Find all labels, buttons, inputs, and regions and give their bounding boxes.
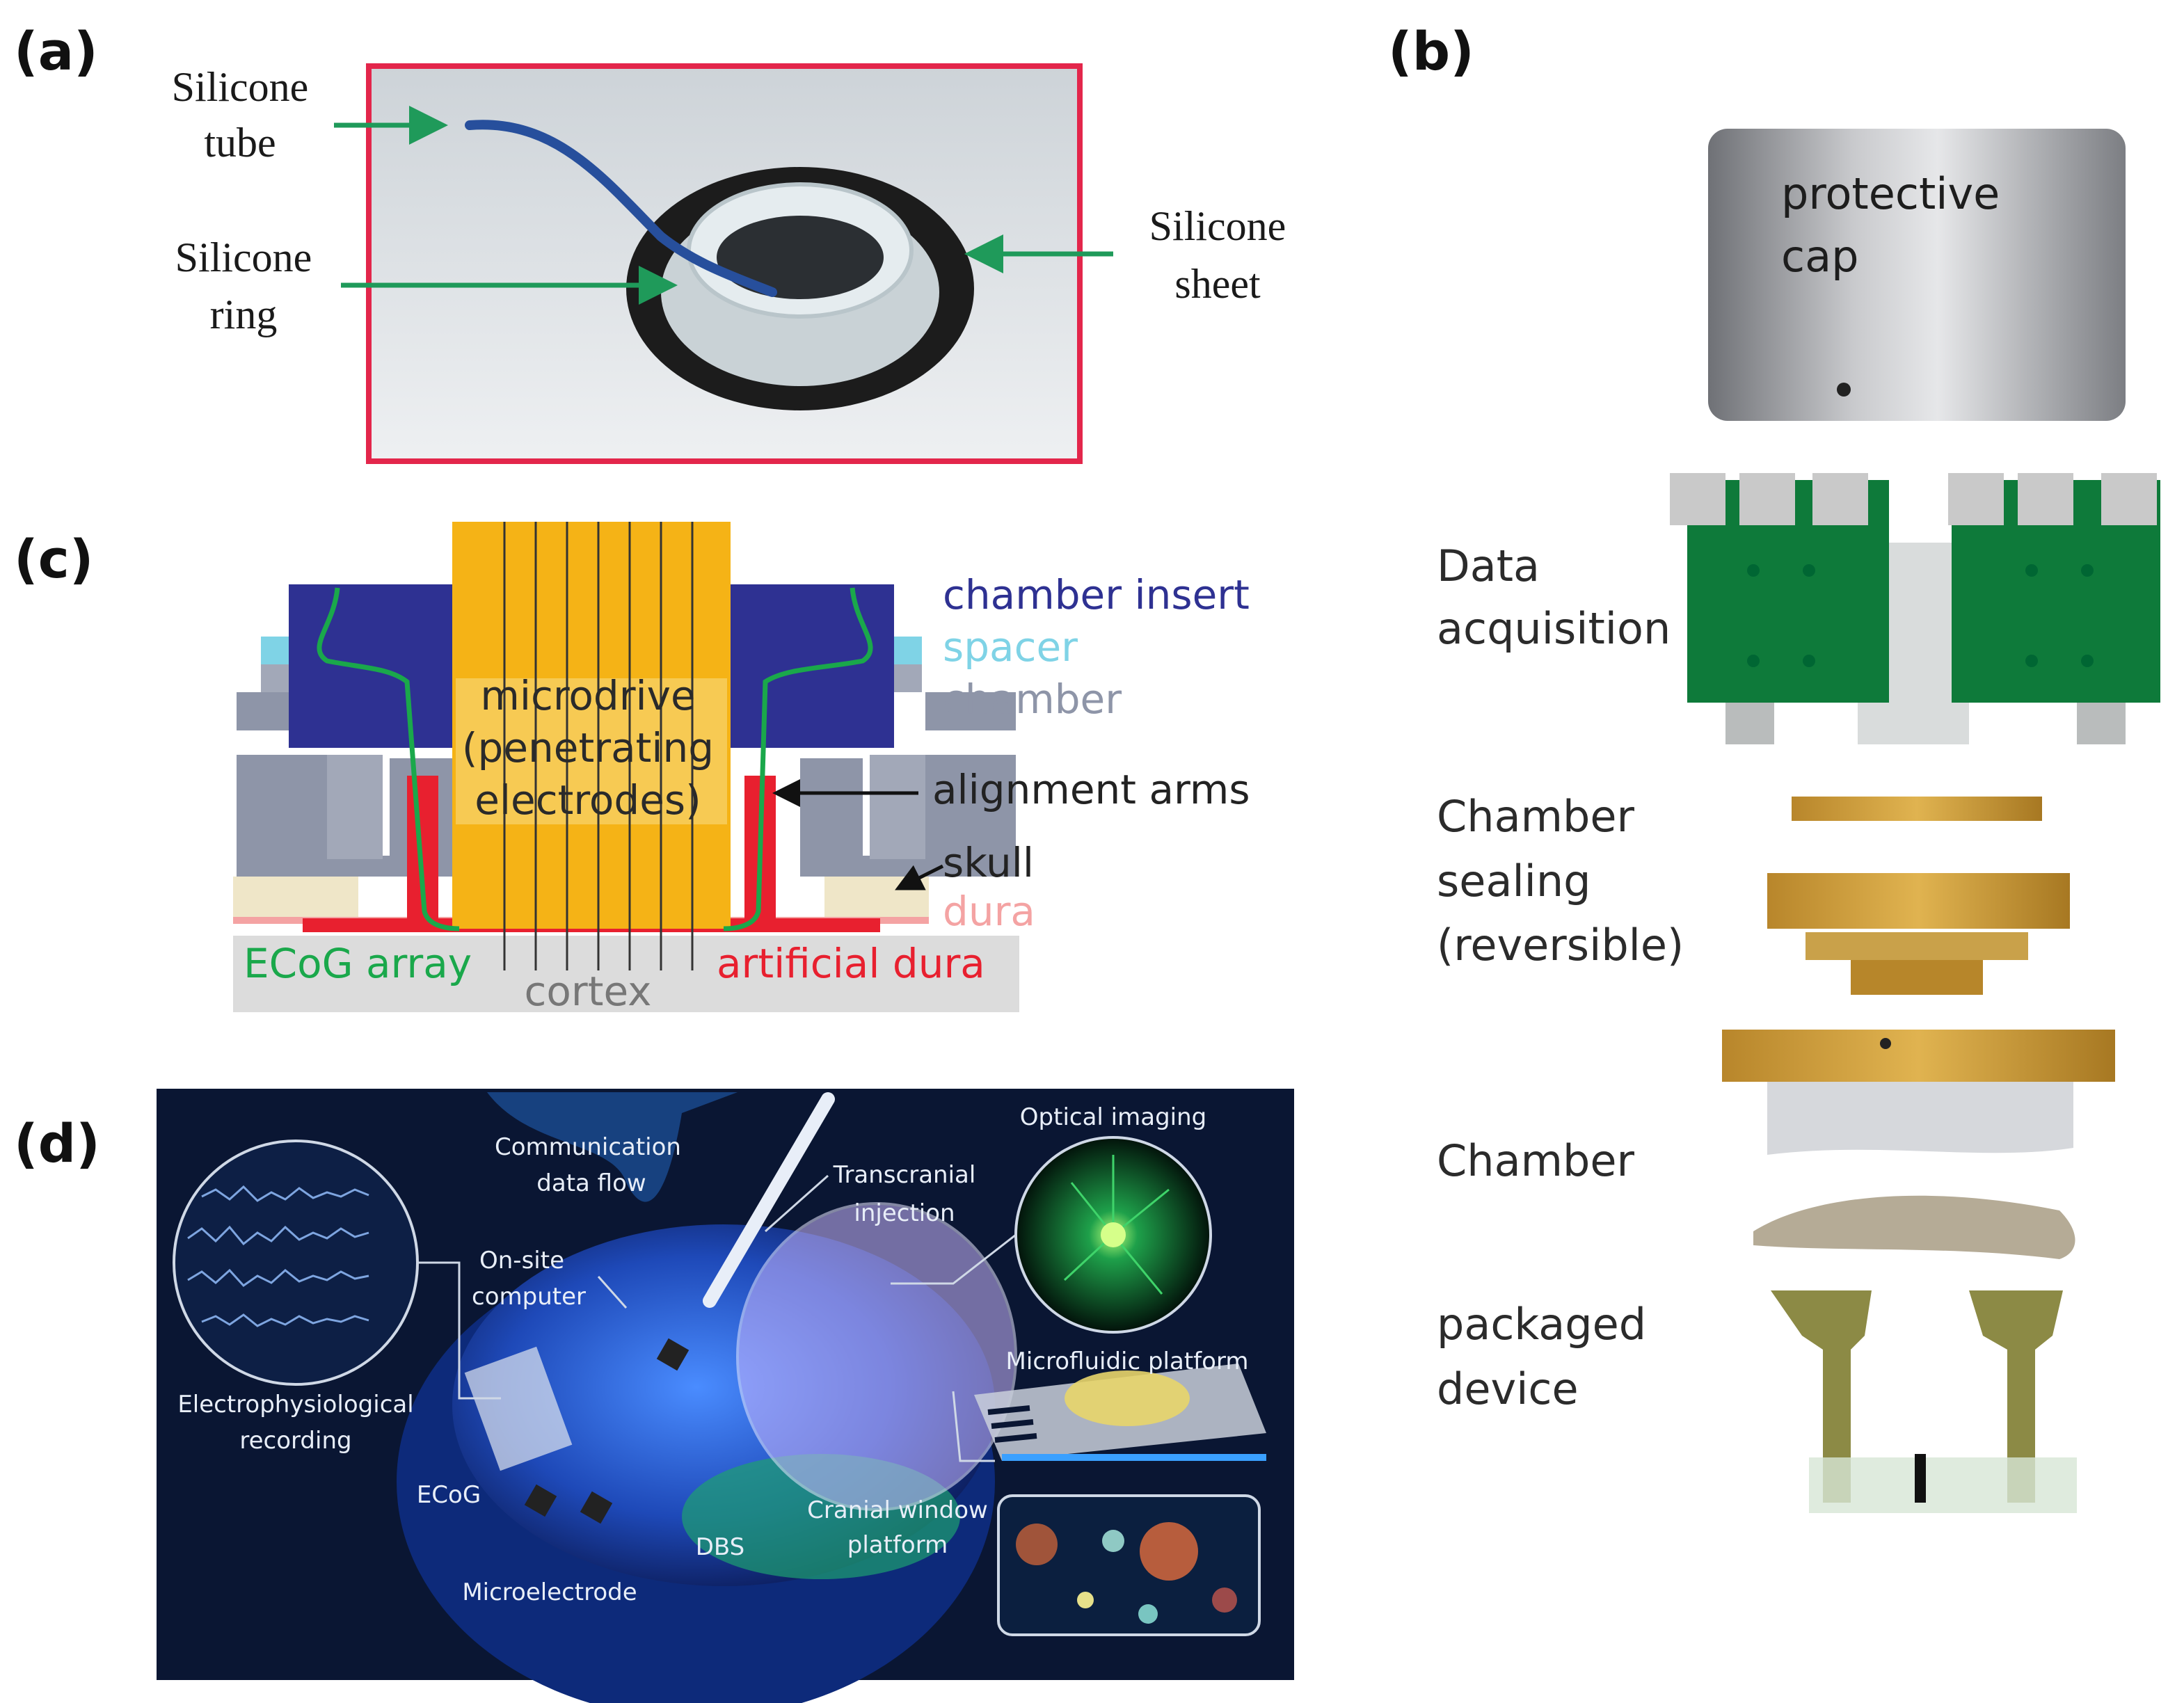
- cell-6: [1138, 1604, 1158, 1624]
- ecog-lead-left: [317, 587, 460, 932]
- label-communication-1: Communication: [495, 1133, 681, 1161]
- connector-lines: [417, 1174, 1017, 1462]
- label-ecog-array: ECoG array: [244, 940, 472, 987]
- data-acquisition-boards: [1670, 473, 2160, 744]
- panel-c: (c) microd: [14, 522, 1250, 1015]
- ephys-traces: [187, 1185, 369, 1327]
- cap-text-2: cap: [1781, 231, 1858, 282]
- label-cortex: cortex: [525, 968, 652, 1015]
- label-microelectrode: Microelectrode: [462, 1578, 637, 1606]
- device-lead-right: [1969, 1290, 2063, 1503]
- cell-3: [1102, 1530, 1124, 1552]
- label-injection-1: Transcranial: [833, 1161, 976, 1189]
- label-ephys-2: recording: [239, 1427, 351, 1455]
- microfluidic-channels: [987, 1405, 1037, 1443]
- device-center-mark: [1915, 1454, 1926, 1503]
- panel-c-letter: (c): [14, 528, 94, 590]
- microfluidic-flow: [1002, 1454, 1266, 1461]
- label-optical-imaging: Optical imaging: [1020, 1103, 1206, 1131]
- label-microfluidic: Microfluidic platform: [1006, 1348, 1249, 1375]
- ring-opening: [717, 216, 884, 299]
- cell-2: [1140, 1522, 1198, 1581]
- chamber-right: [800, 692, 1016, 877]
- cap-hole: [1837, 383, 1851, 397]
- label-cranial-window-2: platform: [847, 1531, 948, 1559]
- label-silicone-sheet-1: Silicone: [1149, 203, 1286, 249]
- label-silicone-sheet-2: sheet: [1174, 261, 1261, 307]
- panel-d-letter: (d): [14, 1112, 100, 1174]
- label-dura: dura: [943, 888, 1035, 935]
- sealing-plug-top: [1767, 873, 2070, 929]
- label-alignment-arms: alignment arms: [932, 766, 1250, 813]
- microfluidic-chamber: [1065, 1370, 1190, 1426]
- label-ephys-1: Electrophysiological: [177, 1391, 413, 1418]
- microelectrode-3: [656, 1338, 690, 1371]
- label-chamber: chamber: [943, 675, 1122, 723]
- ephys-inset: [173, 1140, 419, 1386]
- label-microdrive-2: (penetrating: [462, 724, 714, 771]
- label-artificial-dura: artificial dura: [717, 940, 985, 987]
- sealing-plate: [1792, 797, 2042, 821]
- label-chamber-insert: chamber insert: [943, 571, 1250, 618]
- panel-a: (a) Silicone tube Silicone ring Silicone…: [14, 20, 1286, 464]
- ecog-lead-right: [723, 587, 873, 932]
- label-chamber-sealing-1: Chamber: [1437, 791, 1634, 842]
- data-flow-glow: [487, 1092, 738, 1202]
- neuron-soma: [1101, 1222, 1126, 1247]
- cells-inset: [997, 1494, 1261, 1636]
- microelectrode-2: [580, 1491, 613, 1524]
- cell-4: [1077, 1592, 1094, 1608]
- chamber-rim: [1722, 1030, 2115, 1082]
- label-data-acquisition-1: Data: [1437, 541, 1540, 591]
- label-injection-2: injection: [854, 1199, 955, 1227]
- label-skull: skull: [943, 839, 1034, 886]
- chamber-hole: [1880, 1038, 1891, 1049]
- panel-b: (b) protective cap Data acquisition Cham…: [1388, 20, 2160, 1513]
- cell-5: [1212, 1588, 1237, 1613]
- skull-left: [233, 877, 358, 918]
- arrow-skull: [895, 864, 944, 890]
- label-silicone-ring-1: Silicone: [175, 234, 312, 280]
- neuron-branches: [1063, 1155, 1170, 1295]
- chamber-left: [237, 692, 452, 877]
- cell-1: [1016, 1524, 1058, 1565]
- label-microdrive-1: microdrive: [480, 672, 695, 719]
- panel-b-letter: (b): [1388, 20, 1474, 82]
- label-chamber: Chamber: [1437, 1135, 1634, 1186]
- device-array: [1809, 1457, 2077, 1513]
- label-ecog: ECoG: [417, 1481, 481, 1509]
- cap-text-1: protective: [1781, 168, 2000, 219]
- label-chamber-sealing-2: sealing: [1437, 856, 1591, 906]
- chamber-bone-piece: [1753, 1195, 2075, 1259]
- syringe: [703, 1092, 835, 1308]
- label-data-acquisition-2: acquisition: [1437, 603, 1671, 654]
- label-packaged-device-1: packaged: [1437, 1299, 1646, 1350]
- panel-a-letter: (a): [14, 20, 98, 82]
- label-silicone-tube-1: Silicone: [172, 64, 309, 110]
- ecog-grid: [464, 1346, 573, 1471]
- panel-d: (d): [14, 1089, 1294, 1703]
- cranial-window-mesh: [736, 1202, 1017, 1511]
- label-silicone-tube-2: tube: [204, 120, 276, 166]
- device-lead-left: [1771, 1290, 1872, 1503]
- sealing-plug-mid: [1806, 932, 2028, 960]
- penetrating-electrodes: [503, 522, 694, 970]
- label-dbs: DBS: [696, 1533, 745, 1561]
- label-communication-2: data flow: [536, 1169, 646, 1197]
- sealing-plug-bottom: [1851, 960, 1983, 995]
- label-onsite-1: On-site: [479, 1247, 564, 1274]
- microelectrode-1: [524, 1484, 557, 1517]
- label-packaged-device-2: device: [1437, 1364, 1579, 1414]
- protective-cap: [1708, 129, 2126, 421]
- label-microdrive-3: electrodes): [475, 776, 701, 824]
- cortex-block: [233, 936, 1019, 1012]
- label-cranial-window-1: Cranial window: [807, 1496, 988, 1524]
- chamber-wall: [1767, 1082, 2073, 1155]
- label-chamber-sealing-3: (reversible): [1437, 920, 1684, 970]
- label-onsite-2: computer: [472, 1283, 586, 1311]
- silicone-tube: [465, 120, 777, 297]
- label-silicone-ring-2: ring: [210, 291, 278, 337]
- label-spacer: spacer: [943, 623, 1078, 671]
